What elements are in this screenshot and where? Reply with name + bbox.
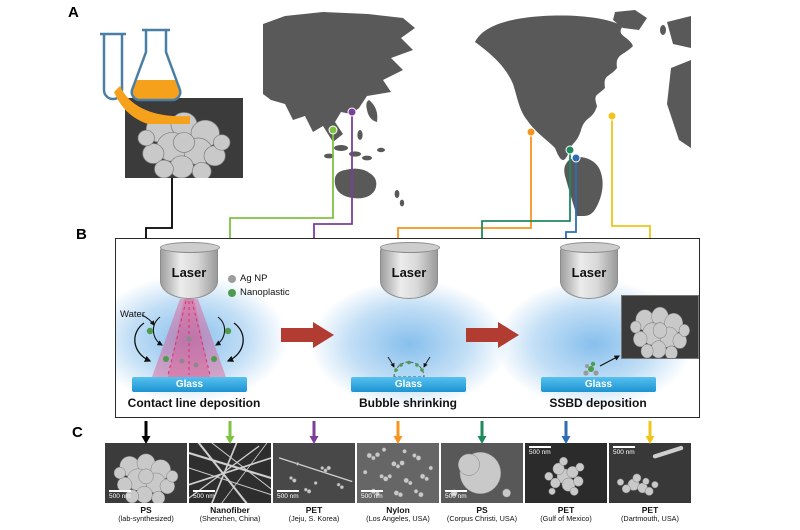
process-arrow-2 xyxy=(466,322,519,348)
world-map xyxy=(263,8,691,216)
scale-bar: 500 nm xyxy=(613,446,635,456)
scale-bar: 500 nm xyxy=(193,490,215,500)
panel-b-box: Ag NP Nanoplastic Water Laser Laser Lase… xyxy=(115,238,700,418)
scale-bar: 500 nm xyxy=(529,446,551,456)
sem-image-ps-corpus-christi: 500 nm xyxy=(441,443,523,503)
sem-image-nylon-la: 500 nm xyxy=(357,443,439,503)
sample-cell-6: 500 nm PET (Gulf of Mexico) xyxy=(525,443,607,524)
stage-1-caption: Contact line deposition xyxy=(127,396,261,410)
sample-name: PET xyxy=(305,505,323,515)
process-arrow-1 xyxy=(281,322,334,348)
panel-b-scene xyxy=(134,299,620,378)
orange-pour-swoosh xyxy=(114,86,190,124)
laser-1-label: Laser xyxy=(171,264,207,280)
sample-cell-4: 500 nm Nylon (Los Angeles, USA) xyxy=(357,443,439,524)
sample-location: (Gulf of Mexico) xyxy=(540,514,592,524)
stage-2-caption: Bubble shrinking xyxy=(358,396,457,410)
sample-name: PS xyxy=(140,505,152,515)
sample-name: Nylon xyxy=(386,505,410,515)
stage-3-caption: SSBD deposition xyxy=(549,396,647,410)
sem-image-ps-lab: 500 nm xyxy=(105,443,187,503)
scale-bar: 500 nm xyxy=(445,490,467,500)
laser-3-label: Laser xyxy=(571,264,607,280)
sem-image-pet-gulf: 500 nm xyxy=(525,443,607,503)
glassware-illustration xyxy=(90,24,195,124)
ssbd-deposit xyxy=(583,355,620,376)
sample-name: PET xyxy=(641,505,659,515)
scale-bar: 500 nm xyxy=(109,490,131,500)
nanoplastic-dots xyxy=(146,327,232,368)
sample-cell-2: 500 nm Nanofiber (Shenzhen, China) xyxy=(189,443,271,524)
convection-arrows xyxy=(134,314,244,362)
water-label: Water xyxy=(120,309,145,320)
sample-location: (Dartmouth, USA) xyxy=(621,514,679,524)
sample-location: (Jeju, S. Korea) xyxy=(288,514,340,524)
sample-row: 500 nm PS (lab-synthesized) 500 nm Nanof… xyxy=(105,443,691,524)
legend: Ag NP Nanoplastic xyxy=(228,273,290,301)
sem-image-pet-jeju: 500 nm xyxy=(273,443,355,503)
laser-3: Laser xyxy=(560,242,620,299)
glassware-svg xyxy=(100,28,190,124)
nanoplastic-label: Nanoplastic xyxy=(240,287,290,298)
sample-cell-5: 500 nm PS (Corpus Christi, USA) xyxy=(441,443,523,524)
laser-1: Laser xyxy=(160,242,220,299)
sem-inset-deposit xyxy=(621,295,699,359)
sample-cell-1: 500 nm PS (lab-synthesized) xyxy=(105,443,187,524)
nanoplastic-dot-icon xyxy=(228,288,236,297)
sem-image-pet-dartmouth: 500 nm xyxy=(609,443,691,503)
test-tube-icon xyxy=(100,32,126,101)
ag-np-dot-icon xyxy=(228,274,236,283)
sample-location: (Shenzhen, China) xyxy=(199,514,261,524)
sample-name: PS xyxy=(476,505,488,515)
scale-bar: 500 nm xyxy=(361,490,383,500)
flask-icon xyxy=(130,28,182,102)
laser-2: Laser xyxy=(380,242,440,299)
laser-2-label: Laser xyxy=(391,264,427,280)
panel-b-label: B xyxy=(76,226,87,243)
sample-cell-7: 500 nm PET (Dartmouth, USA) xyxy=(609,443,691,524)
glass-substrate-2: Glass xyxy=(351,377,466,392)
ag-np-label: Ag NP xyxy=(240,273,268,284)
sample-name: Nanofiber xyxy=(210,505,250,515)
legend-row-ag-np: Ag NP xyxy=(228,273,290,284)
panel-a-label: A xyxy=(68,4,79,21)
sample-name: PET xyxy=(557,505,575,515)
sample-cell-3: 500 nm PET (Jeju, S. Korea) xyxy=(273,443,355,524)
shrinking-bubble xyxy=(387,356,431,378)
glass-substrate-1: Glass xyxy=(132,377,247,392)
sample-location: (Corpus Christi, USA) xyxy=(446,514,518,524)
scale-bar: 500 nm xyxy=(277,490,299,500)
glass-substrate-3: Glass xyxy=(541,377,656,392)
sem-image-nanofiber-shenzhen: 500 nm xyxy=(189,443,271,503)
sample-location: (lab-synthesized) xyxy=(118,514,174,524)
world-map-svg xyxy=(263,10,691,216)
sample-location: (Los Angeles, USA) xyxy=(366,514,430,524)
continents xyxy=(263,10,691,216)
panel-c-label: C xyxy=(72,424,83,441)
legend-row-nanoplastic: Nanoplastic xyxy=(228,287,290,298)
